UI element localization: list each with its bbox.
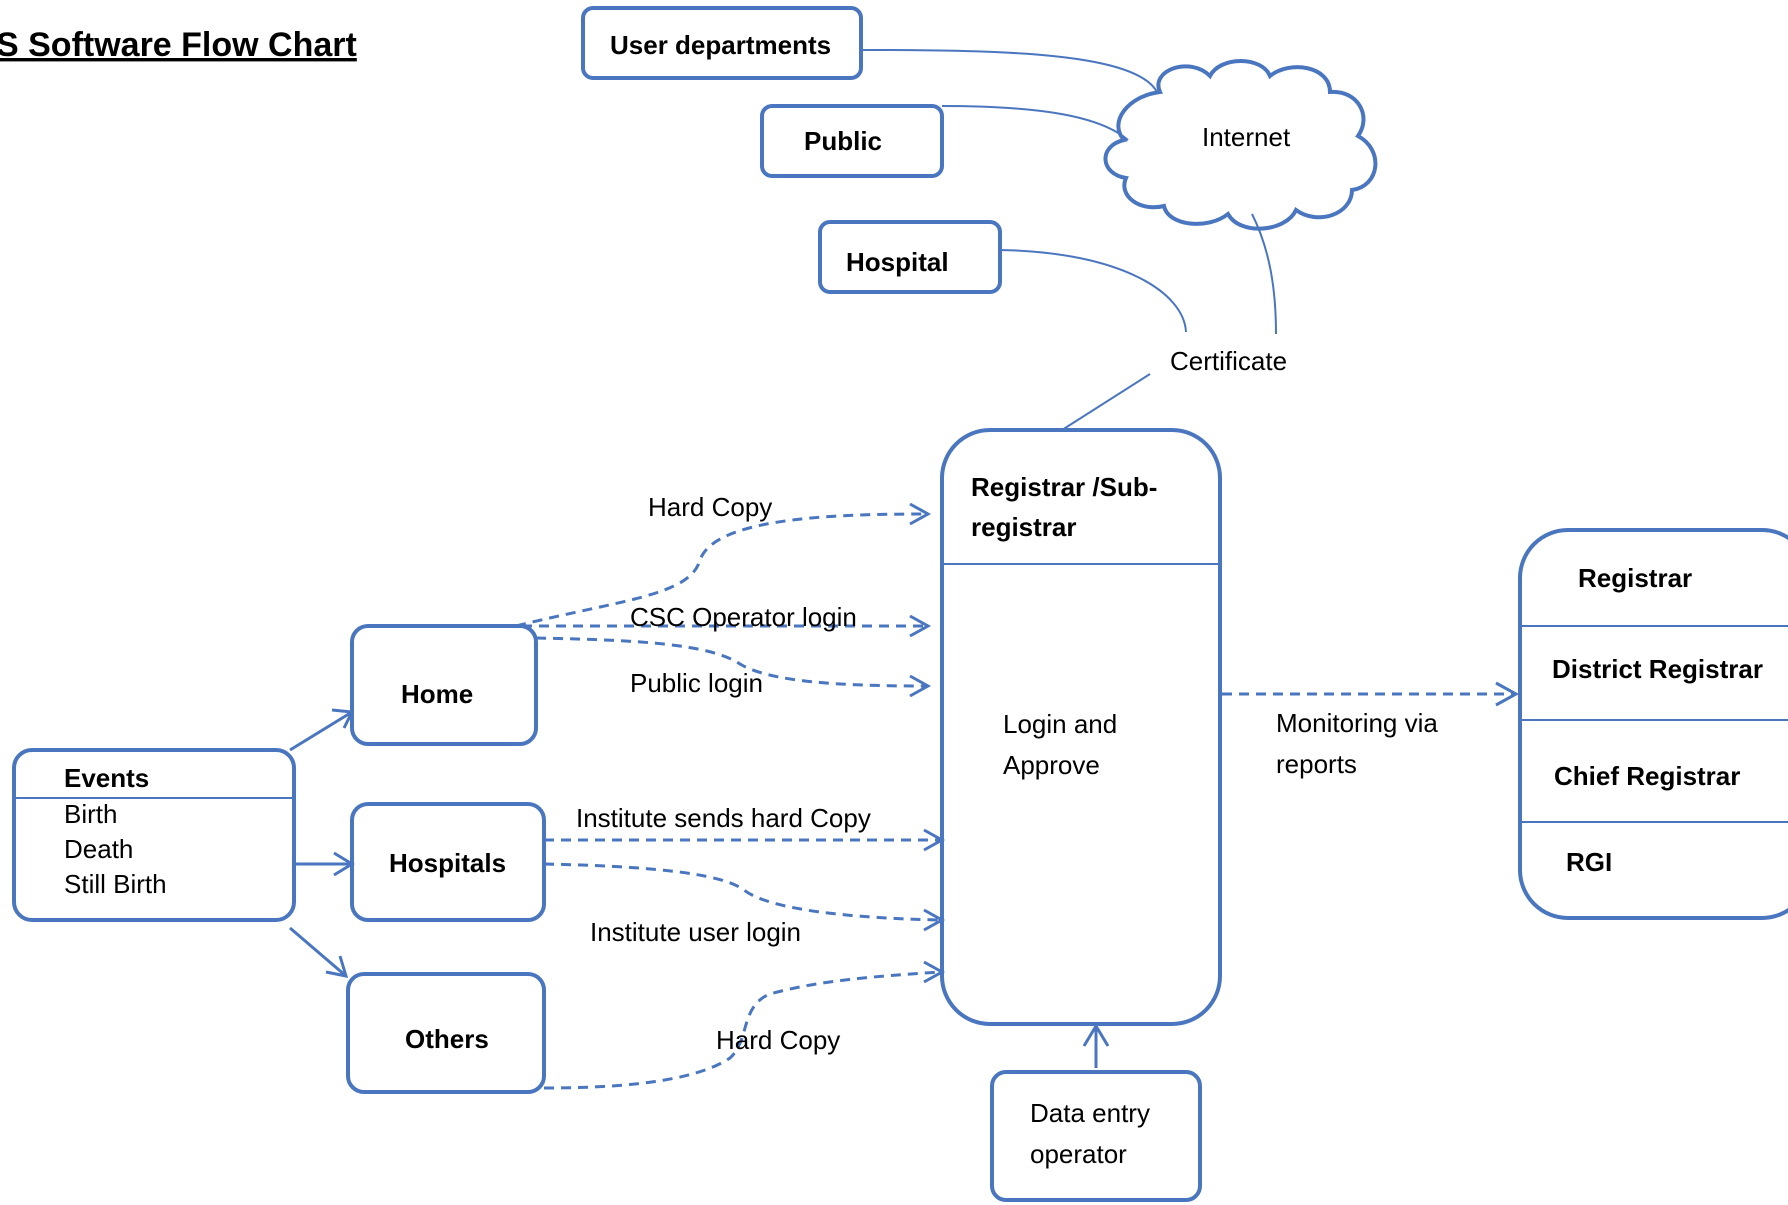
public-label: Public	[804, 126, 882, 156]
wire-user-departments-internet	[860, 49, 1159, 95]
arrow-data-entry-registrar	[1082, 1023, 1110, 1068]
label-public-login: Public login	[630, 668, 763, 698]
flow-home-hard-copy	[515, 502, 932, 628]
internet-cloud	[1103, 59, 1378, 231]
user-departments-box	[581, 6, 863, 80]
public-box	[760, 104, 944, 178]
label-monitoring-line1: Monitoring via	[1276, 708, 1438, 738]
login-approve-line1: Login and	[1003, 709, 1117, 739]
arrow-events-others	[289, 926, 349, 978]
registrar-header-line2: registrar	[971, 512, 1077, 542]
wire-hospital-certificate	[999, 249, 1187, 333]
label-hard-copy-bottom: Hard Copy	[716, 1025, 840, 1055]
flow-home-csc-operator-login	[505, 614, 932, 638]
certificate-label: Certificate	[1170, 346, 1287, 376]
others-box	[346, 972, 546, 1094]
internet-label: Internet	[1202, 122, 1291, 152]
flow-monitoring-reports	[1222, 681, 1520, 707]
hierarchy-chief-registrar: Chief Registrar	[1554, 761, 1740, 791]
hierarchy-rgi: RGI	[1566, 847, 1612, 877]
home-box	[350, 624, 538, 746]
registrar-hierarchy-box	[1518, 528, 1788, 920]
hierarchy-registrar: Registrar	[1578, 563, 1692, 593]
page-title: S Software Flow Chart	[0, 26, 357, 64]
data-entry-operator-box	[990, 1070, 1202, 1202]
registrar-header-line1: Registrar /Sub-	[971, 472, 1157, 502]
data-entry-line1: Data entry	[1030, 1098, 1150, 1128]
flow-hospitals-hard-copy	[544, 828, 946, 852]
flow-hospitals-user-login	[543, 862, 946, 932]
flow-home-public-login	[535, 636, 932, 698]
hospitals-label: Hospitals	[389, 848, 506, 878]
user-departments-label: User departments	[610, 30, 831, 60]
event-item-death: Death	[64, 834, 133, 864]
label-hard-copy-top: Hard Copy	[648, 492, 772, 522]
flow-others-hard-copy	[543, 960, 946, 1090]
event-item-birth: Birth	[64, 799, 117, 829]
hospitals-box	[350, 802, 546, 922]
data-entry-line2: operator	[1030, 1139, 1127, 1169]
wire-internet-certificate	[1251, 213, 1277, 335]
wire-public-internet	[941, 105, 1129, 141]
wire-certificate-registrar	[1061, 373, 1151, 431]
events-header: Events	[64, 763, 149, 793]
registrar-sub-registrar-box	[940, 428, 1222, 1026]
arrow-events-home	[289, 708, 355, 752]
hierarchy-district-registrar: District Registrar	[1552, 654, 1763, 684]
label-institute-sends-hard-copy: Institute sends hard Copy	[576, 803, 871, 833]
event-item-still-birth: Still Birth	[64, 869, 167, 899]
others-label: Others	[405, 1024, 489, 1054]
home-label: Home	[401, 679, 473, 709]
login-approve-line2: Approve	[1003, 750, 1100, 780]
label-monitoring-line2: reports	[1276, 749, 1357, 779]
label-csc-operator-login: CSC Operator login	[630, 602, 857, 632]
events-box	[12, 748, 296, 922]
hospital-label: Hospital	[846, 247, 949, 277]
label-institute-user-login: Institute user login	[590, 917, 801, 947]
arrow-events-hospitals	[294, 851, 355, 877]
hospital-box	[818, 220, 1002, 294]
